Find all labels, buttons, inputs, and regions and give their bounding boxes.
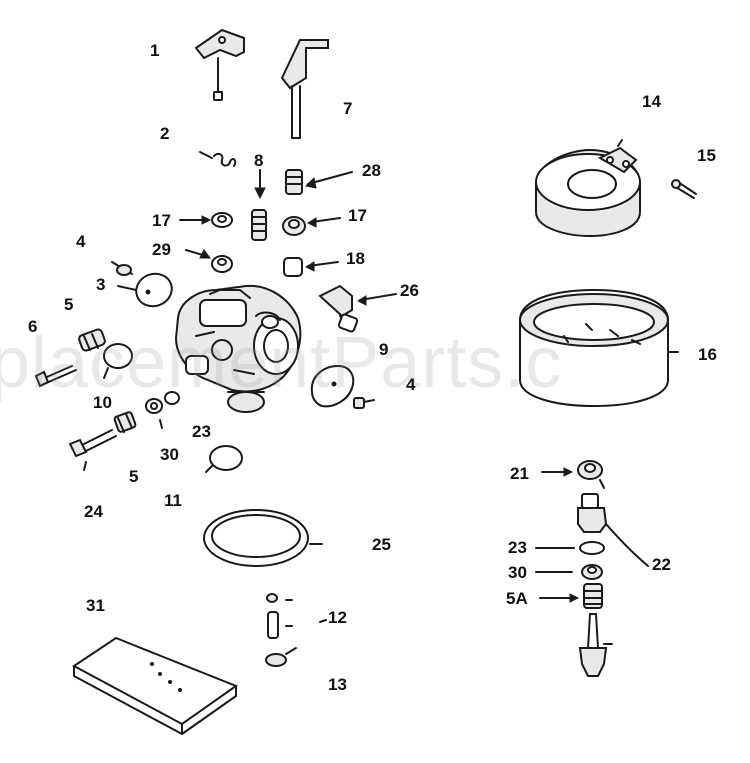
- label-16: 16: [698, 345, 717, 364]
- part-17-washer-left: [179, 212, 233, 228]
- label-23-left: 23: [192, 422, 211, 441]
- part-15-screw: [671, 179, 697, 199]
- part-2-spring: [199, 151, 237, 167]
- part-17-seal-right: [282, 216, 341, 236]
- part-5-spring-upper: [78, 328, 106, 352]
- part-3-throttle-plate: [117, 272, 173, 308]
- part-25-bowl-gasket: [203, 509, 323, 567]
- label-4-lower: 4: [406, 375, 416, 394]
- part-needle-bottom-right: [578, 613, 613, 677]
- part-22-main-jet: [577, 493, 649, 567]
- label-25: 25: [372, 535, 391, 554]
- label-30-right: 30: [508, 563, 527, 582]
- label-5-upper: 5: [64, 295, 74, 314]
- part-7-choke-shaft: [280, 39, 329, 139]
- label-8: 8: [254, 151, 264, 170]
- part-18-bushing: [283, 257, 339, 277]
- label-18: 18: [346, 249, 365, 268]
- part-5-spring-lower: [113, 411, 137, 433]
- label-11: 11: [164, 491, 182, 510]
- part-6-screw: [34, 365, 77, 388]
- part-5A-spring: [539, 583, 603, 609]
- label-1: 1: [150, 41, 160, 60]
- label-15: 15: [697, 146, 716, 165]
- part-4-screw-upper: [111, 261, 133, 276]
- label-9: 9: [379, 340, 389, 359]
- part-8-spring: [251, 169, 267, 241]
- label-5-lower: 5: [129, 467, 139, 486]
- label-5A: 5A: [506, 589, 528, 608]
- part-23-oring: [145, 391, 180, 429]
- part-26-fuel-fitting: [318, 284, 397, 333]
- part-29-bushing: [185, 249, 233, 273]
- part-9-choke-plate: [310, 364, 355, 408]
- label-6: 6: [28, 317, 38, 336]
- label-29: 29: [152, 240, 171, 259]
- label-7: 7: [343, 99, 353, 118]
- part-11-gasket: [205, 445, 243, 473]
- label-24: 24: [84, 502, 103, 521]
- label-30-left: 30: [160, 445, 179, 464]
- label-3: 3: [96, 275, 106, 294]
- part-24-needle-valve: [68, 429, 117, 471]
- part-23-oring-right: [535, 541, 605, 555]
- label-22: 22: [652, 555, 671, 574]
- part-1-throttle-bracket: [194, 28, 245, 101]
- label-17-left: 17: [152, 211, 171, 230]
- label-17-right: 17: [348, 206, 367, 225]
- part-28-spring: [285, 169, 353, 195]
- part-31-instruction-pad: [72, 636, 239, 735]
- part-14-air-cleaner-cover: [535, 139, 641, 238]
- label-2: 2: [160, 124, 170, 143]
- label-26: 26: [400, 281, 419, 300]
- label-4-upper: 4: [76, 232, 86, 251]
- label-28: 28: [362, 161, 381, 180]
- label-14: 14: [642, 92, 661, 111]
- label-10: 10: [93, 393, 112, 412]
- part-30-washer-right: [535, 564, 603, 580]
- label-23-right: 23: [508, 538, 527, 557]
- part-16-air-filter: [519, 288, 679, 408]
- label-21: 21: [510, 464, 529, 483]
- part-10-gasket: [103, 343, 133, 379]
- label-31: 31: [86, 596, 105, 615]
- part-13-clip: [265, 647, 297, 667]
- label-13: 13: [328, 675, 347, 694]
- carburetor-body: [174, 284, 302, 413]
- label-12: 12: [328, 608, 347, 627]
- part-21-washer: [541, 460, 605, 489]
- part-12-float-pin: [266, 593, 327, 639]
- part-4-screw-lower: [353, 397, 375, 409]
